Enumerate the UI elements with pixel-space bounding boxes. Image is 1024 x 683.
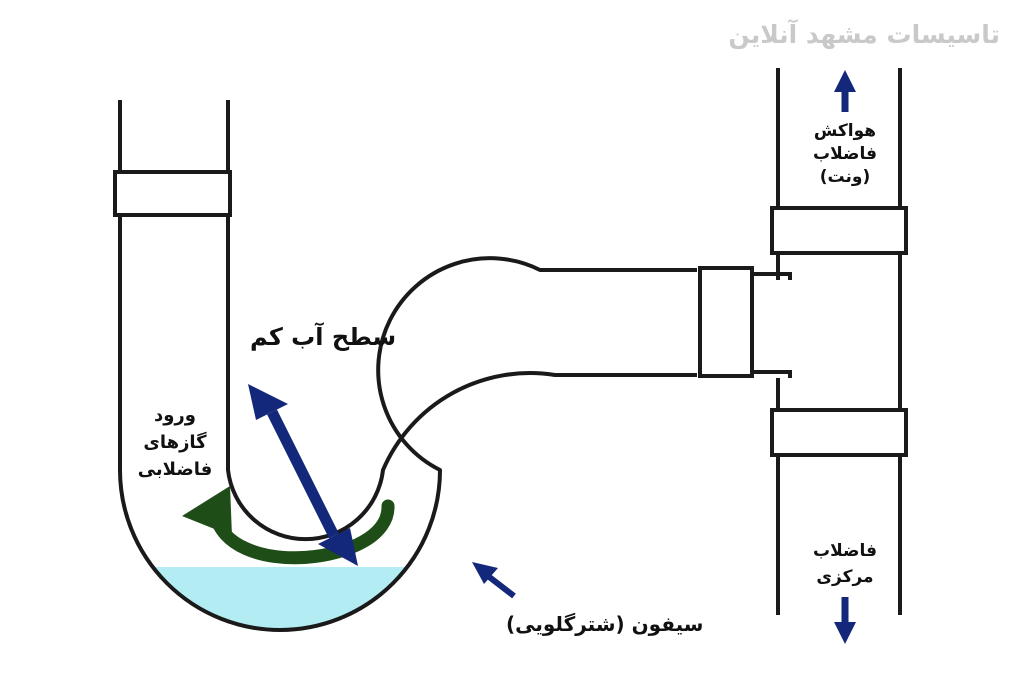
central-sewer-line-2: مرکزی xyxy=(816,567,874,587)
gas-entry-line-2: گازهای xyxy=(143,432,207,453)
gas-entry-line-1: ورود xyxy=(154,405,196,426)
vent-line-2: فاضلاب xyxy=(813,144,877,164)
stack-upper-coupling xyxy=(770,206,908,255)
central-sewer-line-1: فاضلاب xyxy=(813,541,877,561)
left-pipe-coupling xyxy=(113,170,232,217)
siphon-text: سیفون (شترگلویی) xyxy=(506,612,704,636)
trap-outer-wall xyxy=(118,100,697,632)
down-arrow-icon xyxy=(834,597,856,644)
stack-lower-coupling xyxy=(770,408,908,457)
vent-label: هواکش فاضلاب (ونت) xyxy=(790,120,900,189)
central-sewer-label: فاضلاب مرکزی xyxy=(790,538,900,590)
water-level xyxy=(152,567,408,630)
double-headed-arrow-icon xyxy=(248,384,358,566)
pointer-arrow-icon xyxy=(472,562,516,599)
vent-line-3: (ونت) xyxy=(819,167,871,187)
low-water-text: سطح آب کم xyxy=(250,323,397,351)
trap-pipe xyxy=(118,100,697,632)
horizontal-coupling xyxy=(698,266,754,378)
watermark: تاسیسات مشهد آنلاین xyxy=(728,20,1000,49)
low-water-label: سطح آب کم xyxy=(250,323,396,351)
branch-lower-lip xyxy=(752,370,792,378)
siphon-label: سیفون (شترگلویی) xyxy=(506,612,703,636)
trap-inner-wall xyxy=(226,100,697,542)
branch-upper-lip xyxy=(752,272,792,280)
vent-line-1: هواکش xyxy=(813,121,877,141)
curved-flow-arrow-icon xyxy=(182,486,395,565)
gas-entry-label: ورود گازهای فاضلابی xyxy=(122,402,228,483)
up-arrow-icon xyxy=(834,70,856,112)
gas-entry-line-3: فاضلابی xyxy=(137,459,213,480)
